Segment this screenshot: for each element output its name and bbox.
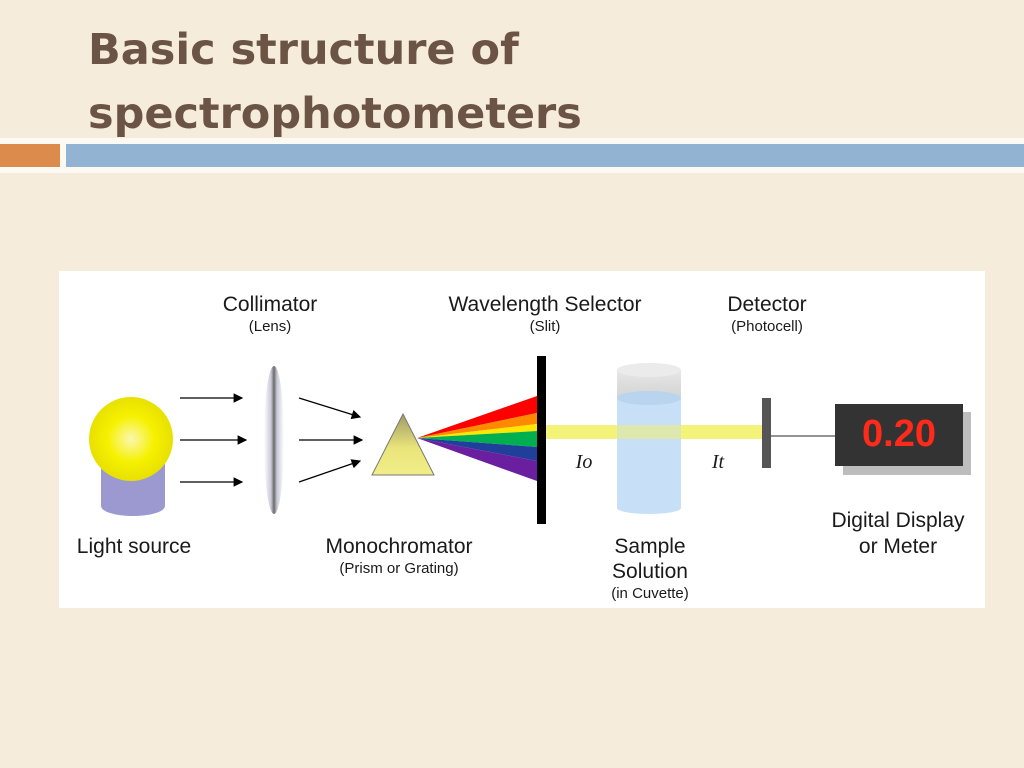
- sample-label-line-1: Sample: [614, 535, 686, 558]
- incoming-light-arrows: [180, 393, 248, 487]
- spectrophotometer-diagram: 0.20 Collimator (Lens) Wavelength Select…: [59, 271, 985, 608]
- slide-title-line-1: Basic structure of: [88, 25, 519, 75]
- collimator-sublabel: (Lens): [248, 318, 292, 335]
- slit-icon: [537, 356, 546, 524]
- dispersed-spectrum: [417, 396, 537, 481]
- monochromator-label: Monochromator: [325, 535, 473, 558]
- cuvette-icon: [617, 363, 681, 514]
- slide-title: Basic structure of spectrophotometers: [88, 18, 888, 146]
- prism-icon: [371, 412, 435, 476]
- incident-intensity-label: Io: [575, 451, 593, 473]
- diagram-drawing: [89, 356, 971, 524]
- collimated-light-arrows: [298, 397, 364, 483]
- detector-label: Detector: [727, 293, 807, 316]
- title-divider-accent-orange: [0, 144, 60, 167]
- collimator-label: Collimator: [222, 293, 318, 316]
- sample-sublabel: (in Cuvette): [611, 585, 689, 602]
- monochromator-sublabel: (Prism or Grating): [339, 560, 459, 577]
- display-reading: 0.20: [862, 413, 936, 455]
- title-divider-accent-blue: [66, 144, 1024, 167]
- wavelength-selector-label: Wavelength Selector: [448, 293, 642, 316]
- light-bulb-icon: [89, 397, 173, 516]
- slide-title-line-2: spectrophotometers: [88, 89, 582, 139]
- display-label-line-1: Digital Display: [831, 509, 965, 532]
- detector-sublabel: (Photocell): [731, 318, 803, 335]
- photocell-icon: [762, 398, 771, 468]
- lens-icon: [264, 366, 284, 514]
- light-source-label: Light source: [76, 535, 192, 558]
- wavelength-selector-sublabel: (Slit): [529, 318, 561, 335]
- digital-display-icon: [835, 404, 971, 475]
- transmitted-intensity-label: It: [711, 451, 725, 473]
- display-label-line-2: or Meter: [858, 535, 938, 558]
- sample-label-line-2: Solution: [612, 560, 688, 583]
